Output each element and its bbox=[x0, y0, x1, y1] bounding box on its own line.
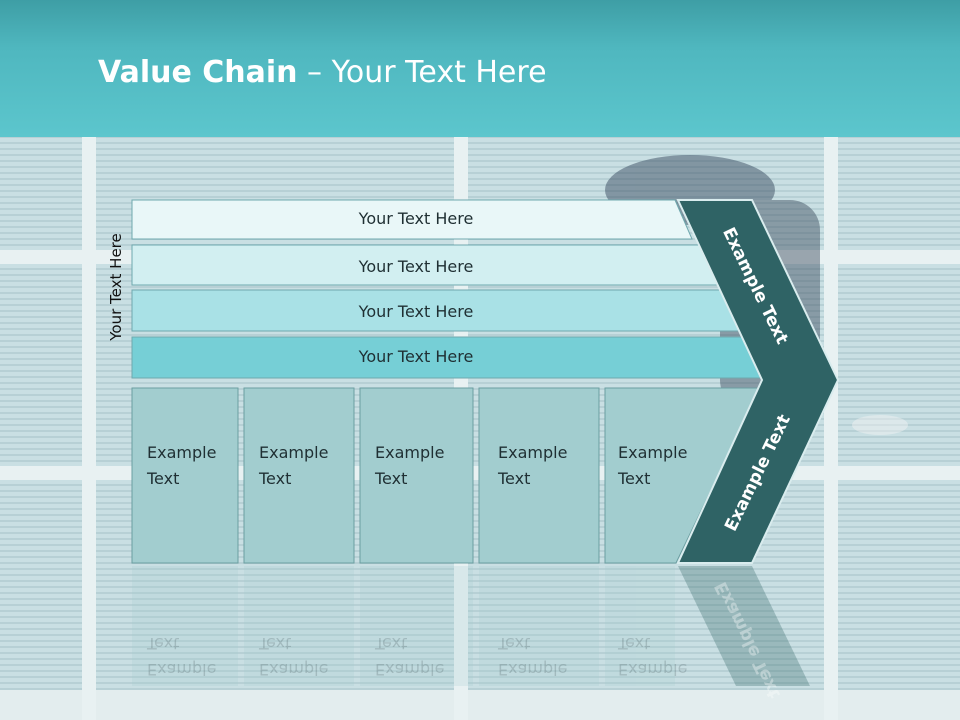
box-5-line2: Text bbox=[618, 469, 651, 488]
box-3 bbox=[359, 387, 474, 564]
box-4-line1: Example bbox=[498, 443, 568, 462]
bar-1 bbox=[131, 199, 693, 240]
box-5-line1: Example bbox=[618, 443, 688, 462]
box-4 bbox=[478, 387, 600, 564]
box-1-line1: Example bbox=[147, 443, 217, 462]
box-2 bbox=[243, 387, 355, 564]
box-3-line2: Text bbox=[375, 469, 408, 488]
chevron-reflection bbox=[678, 566, 810, 686]
box-2-line2: Text bbox=[259, 469, 292, 488]
box-1 bbox=[131, 387, 239, 564]
box-1-line2: Text bbox=[147, 469, 180, 488]
box-2-line1: Example bbox=[259, 443, 329, 462]
slide-title: Value Chain – Your Text Here bbox=[98, 55, 547, 90]
box-5 bbox=[604, 387, 761, 564]
chevron-arrow bbox=[676, 199, 840, 564]
title-bold: Value Chain bbox=[98, 55, 298, 90]
bar-1-label: Your Text Here bbox=[358, 209, 474, 228]
header-band bbox=[0, 0, 960, 137]
bar-4-label: Your Text Here bbox=[358, 347, 474, 366]
vertical-label: Your Text Here bbox=[107, 233, 125, 341]
bar-2-label: Your Text Here bbox=[358, 257, 474, 276]
title-rest: – Your Text Here bbox=[297, 55, 547, 90]
box-4-line2: Text bbox=[498, 469, 531, 488]
box-3-line1: Example bbox=[375, 443, 445, 462]
bar-3-label: Your Text Here bbox=[358, 302, 474, 321]
